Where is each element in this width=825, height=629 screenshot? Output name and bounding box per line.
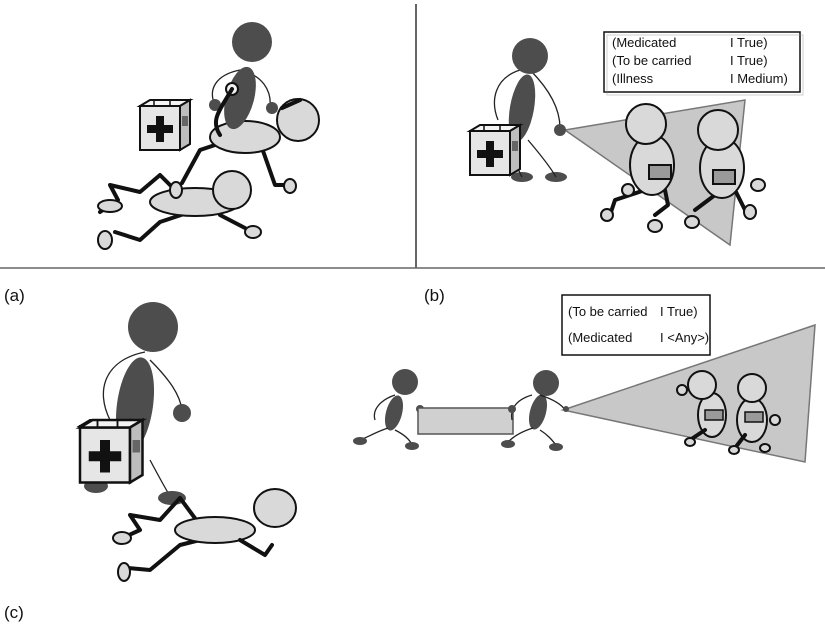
panel-b-illustration: (Medicated I True) (To be carried I True… (469, 31, 804, 247)
patient-figure (112, 488, 297, 582)
state-value: I True) (730, 35, 768, 50)
panel-a-illustration (97, 22, 320, 250)
state-key: (To be carried (568, 304, 647, 319)
state-key: (Medicated (612, 35, 676, 50)
patient-figure (97, 170, 262, 250)
panel-label-c: (c) (4, 603, 24, 622)
medkit-icon (139, 99, 191, 151)
medic-figure (493, 38, 567, 182)
patient-figure (600, 103, 675, 233)
panel-label-a: (a) (4, 286, 25, 305)
patient-figure (676, 370, 727, 447)
state-key: (Medicated (568, 330, 632, 345)
state-box-b (603, 31, 801, 93)
state-box-c (561, 294, 711, 356)
state-value: I <Any>) (660, 330, 709, 345)
stretcher-carrier (353, 369, 424, 450)
state-value: I True) (730, 53, 768, 68)
panel-c-illustration: (To be carried I True) (Medicated I <Any… (78, 294, 816, 582)
state-key: (To be carried (612, 53, 691, 68)
medkit-icon (469, 124, 521, 176)
state-value: I True) (660, 304, 698, 319)
state-key: (Illness (612, 71, 654, 86)
patient-figure (684, 109, 766, 229)
state-value: I Medium) (730, 71, 788, 86)
stretcher-icon (417, 407, 514, 435)
panel-label-b: (b) (424, 286, 445, 305)
medic-figure (209, 22, 278, 137)
patient-figure (728, 373, 781, 455)
patient-figure (169, 98, 320, 199)
stretcher-carrier (501, 370, 569, 451)
